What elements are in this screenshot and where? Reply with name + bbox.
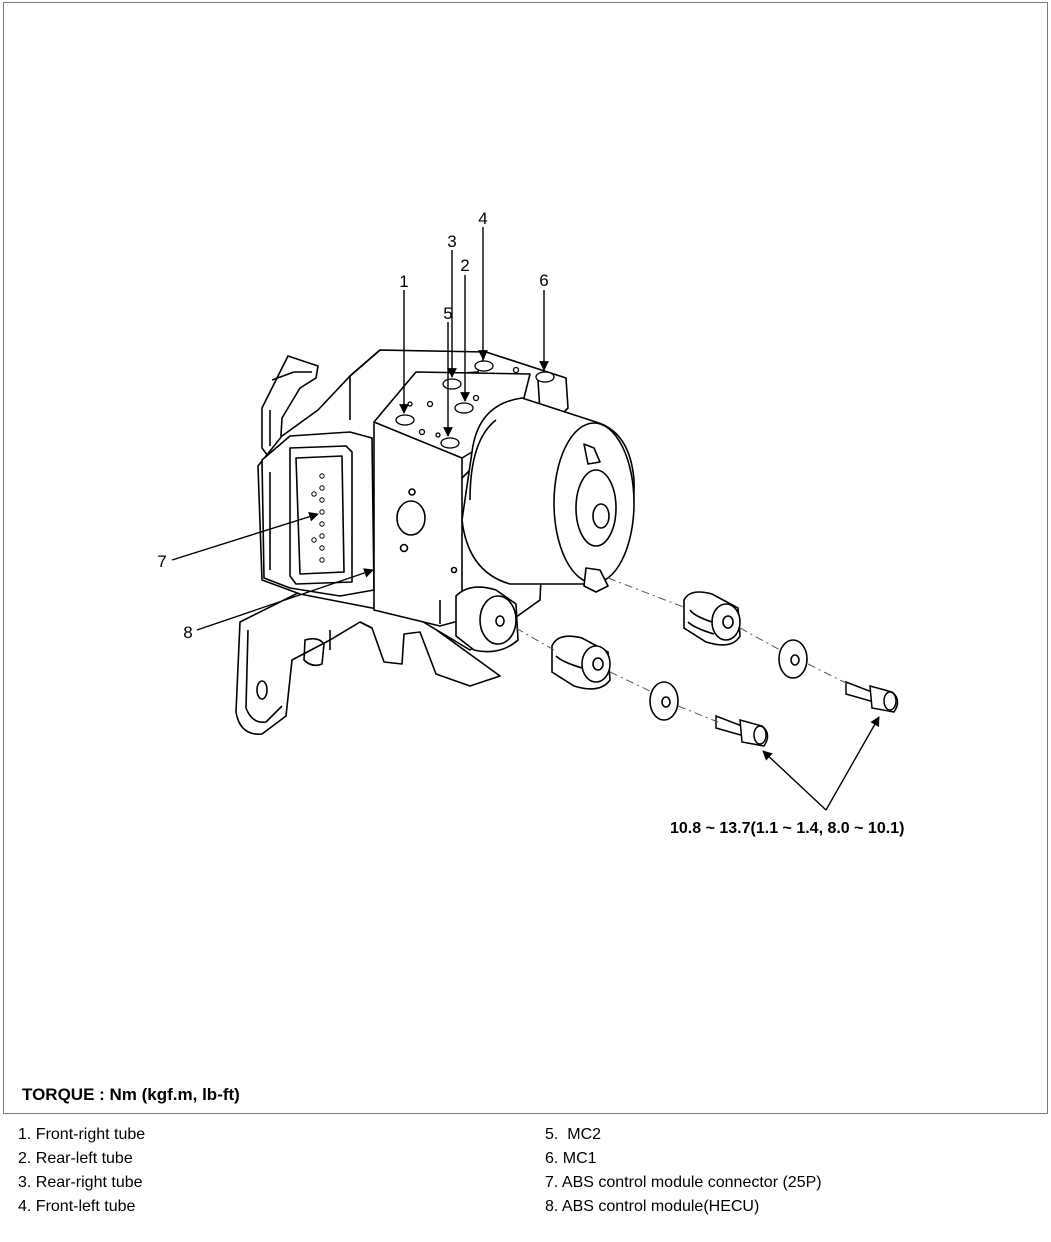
mounting-bracket <box>235 591 501 735</box>
callout-6: 6 <box>539 271 548 290</box>
callout-2: 2 <box>460 256 469 275</box>
callout-4: 4 <box>478 209 487 228</box>
callout-7: 7 <box>157 552 166 571</box>
upper-bolt <box>845 680 899 713</box>
torque-unit-caption: TORQUE : Nm (kgf.m, lb-ft) <box>22 1085 240 1104</box>
legend-item: 6. MC1 <box>545 1150 597 1167</box>
leader-line-7 <box>171 511 319 561</box>
lower-bolt <box>715 714 769 747</box>
legend-item: 5. MC2 <box>545 1126 602 1143</box>
legend-item: 4. Front-left tube <box>18 1198 136 1215</box>
callout-5: 5 <box>443 304 452 323</box>
legend-left-column: 1. Front-right tube 2. Rear-left tube 3.… <box>18 1123 145 1219</box>
connector-pins <box>311 473 325 563</box>
leader-lines <box>171 227 880 811</box>
legend-item: 3. Rear-right tube <box>18 1174 143 1191</box>
assembly-centerlines <box>515 577 849 723</box>
leader-line-8 <box>196 568 374 631</box>
torque-leader-line-lower <box>762 750 827 811</box>
torque-leader-line-upper <box>825 716 880 811</box>
legend-right-column: 5. MC2 6. MC1 7. ABS control module conn… <box>545 1123 822 1219</box>
callout-8: 8 <box>183 623 192 642</box>
legend-item: 2. Rear-left tube <box>18 1150 133 1167</box>
diagram-frame <box>3 2 1048 1114</box>
torque-spec-label: 10.8 ~ 13.7(1.1 ~ 1.4, 8.0 ~ 10.1) <box>670 820 904 837</box>
lower-washer <box>649 681 679 721</box>
callout-3: 3 <box>447 232 456 251</box>
legend-item: 8. ABS control module(HECU) <box>545 1198 760 1215</box>
callout-1: 1 <box>399 272 408 291</box>
pump-motor <box>461 397 635 593</box>
upper-washer <box>778 639 808 679</box>
upper-mount-insulator <box>683 591 741 646</box>
tube-ports <box>395 360 555 449</box>
lower-mount-insulator <box>551 635 611 690</box>
body-lower-bushing <box>455 586 519 653</box>
legend-item: 1. Front-right tube <box>18 1126 146 1143</box>
legend-item: 7. ABS control module connector (25P) <box>545 1174 822 1191</box>
